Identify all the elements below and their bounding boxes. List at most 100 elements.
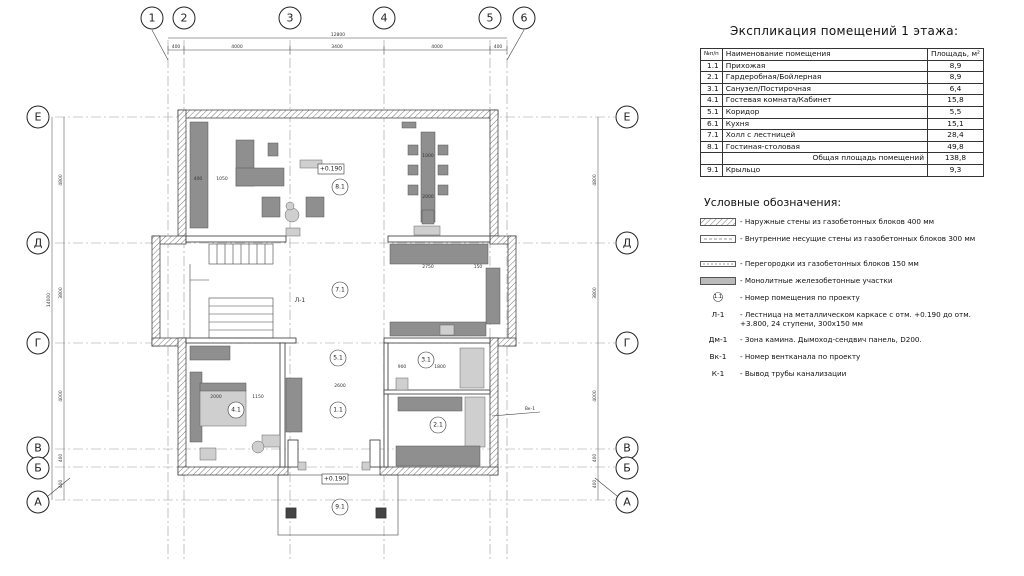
axis-markers-left: Е Д Г В Б А	[26, 105, 71, 514]
exterior-walls	[151, 109, 517, 476]
guest-room-furniture	[189, 345, 303, 461]
explication-title: Экспликация помещений 1 этажа:	[730, 24, 959, 38]
concrete-symbol	[700, 276, 736, 285]
svg-text:4000: 4000	[592, 390, 598, 402]
dimension-chain-top: 12800 400 4000 3400 4000 400	[167, 32, 508, 54]
svg-text:Д: Д	[34, 237, 43, 250]
header-area: Площадь, м²	[927, 48, 984, 61]
svg-text:Г: Г	[35, 337, 42, 350]
svg-text:4000: 4000	[58, 390, 64, 402]
svg-text:2600: 2600	[334, 383, 346, 389]
axis-markers-top: 1 2 3 4 5 6	[140, 6, 536, 61]
svg-text:14000: 14000	[46, 293, 52, 307]
axis-markers-right: Е Д Г В Б А	[594, 105, 639, 514]
svg-text:7.1: 7.1	[335, 287, 345, 294]
table-row: 7.1 Холл с лестницей 28,4	[700, 129, 984, 142]
partition-symbol	[700, 260, 736, 267]
svg-text:Б: Б	[623, 462, 631, 475]
table-row: 8.1 Гостиная-столовая 49,8	[700, 140, 984, 154]
explication-table: №п/п Наименование помещения Площадь, м² …	[700, 48, 984, 177]
legend-item: Л-1 - Лестница на металлическом каркасе …	[711, 309, 971, 328]
table-row: 2.1 Гардеробная/Бойлерная 8,9	[700, 71, 984, 84]
svg-text:1: 1	[149, 12, 156, 25]
svg-text:3800: 3800	[592, 287, 598, 299]
interior-wall-symbol	[700, 234, 736, 243]
table-row: 4.1 Гостевая комната/Кабинет 15,8	[700, 94, 984, 107]
table-row: 1.1 Прихожая 8,9	[700, 59, 984, 73]
svg-text:4800: 4800	[58, 174, 64, 186]
svg-text:3800: 3800	[58, 287, 64, 299]
svg-text:А: А	[623, 496, 631, 509]
svg-text:6: 6	[521, 12, 528, 25]
legend-item: 1.1 - Номер помещения по проекту	[700, 291, 984, 310]
svg-text:Вк-1: Вк-1	[525, 406, 535, 412]
bathroom-fixtures	[395, 347, 486, 467]
room-number-symbol	[713, 291, 723, 302]
dimension-chain-left: 14000 4800 3800 4000 400 400	[46, 117, 65, 500]
svg-text:1000: 1000	[422, 153, 434, 159]
svg-text:А: А	[34, 496, 42, 509]
svg-text:3.1: 3.1	[421, 357, 431, 364]
table-total-row: Общая площадь помещений 138,8	[700, 152, 984, 165]
svg-text:12800: 12800	[331, 32, 345, 38]
svg-text:400: 400	[494, 44, 503, 50]
table-row: 6.1 Кухня 15,1	[700, 117, 984, 131]
legend-title: Условные обозначения:	[704, 195, 842, 209]
porch	[277, 461, 399, 536]
svg-text:Д: Д	[623, 237, 632, 250]
header-num: №п/п	[700, 48, 723, 61]
svg-text:Л-1: Л-1	[295, 297, 306, 304]
svg-text:В: В	[623, 442, 631, 455]
floor-plan-drawing: 1 2 3 4 5 6 Е Д Г В Б А Е Д Г В Б А 1280…	[26, 6, 639, 560]
legend-list: - Наружные стены из газобетонных блоков …	[700, 217, 984, 386]
stair-l1: Л-1	[189, 243, 306, 339]
svg-text:900: 900	[398, 364, 407, 370]
svg-text:4000: 4000	[231, 44, 243, 50]
legend-item: - Монолитные железобетонные участки	[700, 276, 984, 293]
room-number-markers: 8.1 7.1 5.1 3.1 1.1 4.1 2.1 9.1	[227, 178, 447, 516]
svg-text:400: 400	[592, 480, 598, 489]
kitchen-furniture	[389, 243, 501, 337]
svg-text:400: 400	[194, 176, 203, 182]
svg-text:4.1: 4.1	[231, 407, 241, 414]
exterior-wall-symbol	[700, 217, 736, 226]
axis-grid-horizontal	[55, 116, 615, 501]
vent-callout: Вк-1	[491, 406, 541, 417]
legend-item: Вк-1 - Номер вентканала по проекту	[709, 351, 861, 361]
svg-text:4: 4	[381, 12, 388, 25]
svg-text:+0.190: +0.190	[324, 476, 346, 483]
svg-text:400: 400	[58, 454, 64, 463]
svg-text:2.1: 2.1	[433, 422, 443, 429]
svg-text:8.1: 8.1	[335, 184, 345, 191]
legend-item: К-1 - Вывод трубы канализации	[711, 368, 847, 378]
svg-text:Б: Б	[34, 462, 42, 475]
svg-text:9.1: 9.1	[335, 504, 345, 511]
svg-text:150: 150	[474, 264, 483, 270]
table-row: 9.1 Крыльцо 9,3	[700, 163, 984, 177]
table-header-row: №п/п Наименование помещения Площадь, м²	[700, 48, 984, 61]
interior-dimensions: 1050 400 2750 150 1800 1150 2000 2600 90…	[194, 153, 483, 400]
svg-text:400: 400	[58, 480, 64, 489]
table-row: 5.1 Коридор 5,5	[700, 105, 984, 119]
svg-text:5.1: 5.1	[333, 355, 343, 362]
svg-text:5: 5	[487, 12, 494, 25]
svg-text:Г: Г	[624, 337, 631, 350]
svg-text:1.1: 1.1	[333, 407, 343, 414]
svg-text:1150: 1150	[252, 394, 264, 400]
svg-text:1800: 1800	[434, 364, 446, 370]
svg-text:2750: 2750	[422, 264, 434, 270]
legend-item: - Перегородки из газобетонных блоков 150…	[700, 259, 984, 276]
legend-item: Дм-1 - Зона камина. Дымоход-сендвич пане…	[708, 334, 922, 344]
svg-text:В: В	[34, 442, 42, 455]
svg-text:3400: 3400	[331, 44, 343, 50]
svg-text:Е: Е	[624, 111, 631, 124]
header-name: Наименование помещения	[721, 48, 929, 61]
svg-text:3: 3	[287, 12, 294, 25]
legend-item: - Наружные стены из газобетонных блоков …	[700, 217, 984, 234]
dimension-chain-right: 4800 3800 4000 400 400	[592, 117, 599, 500]
level-marks: +0.190 +0.190	[317, 163, 349, 485]
svg-text:2000: 2000	[210, 394, 222, 400]
svg-text:+0.190: +0.190	[320, 166, 342, 173]
legend-item: - Внутренние несущие стены из газобетонн…	[700, 234, 984, 259]
living-room-furniture	[189, 121, 449, 237]
